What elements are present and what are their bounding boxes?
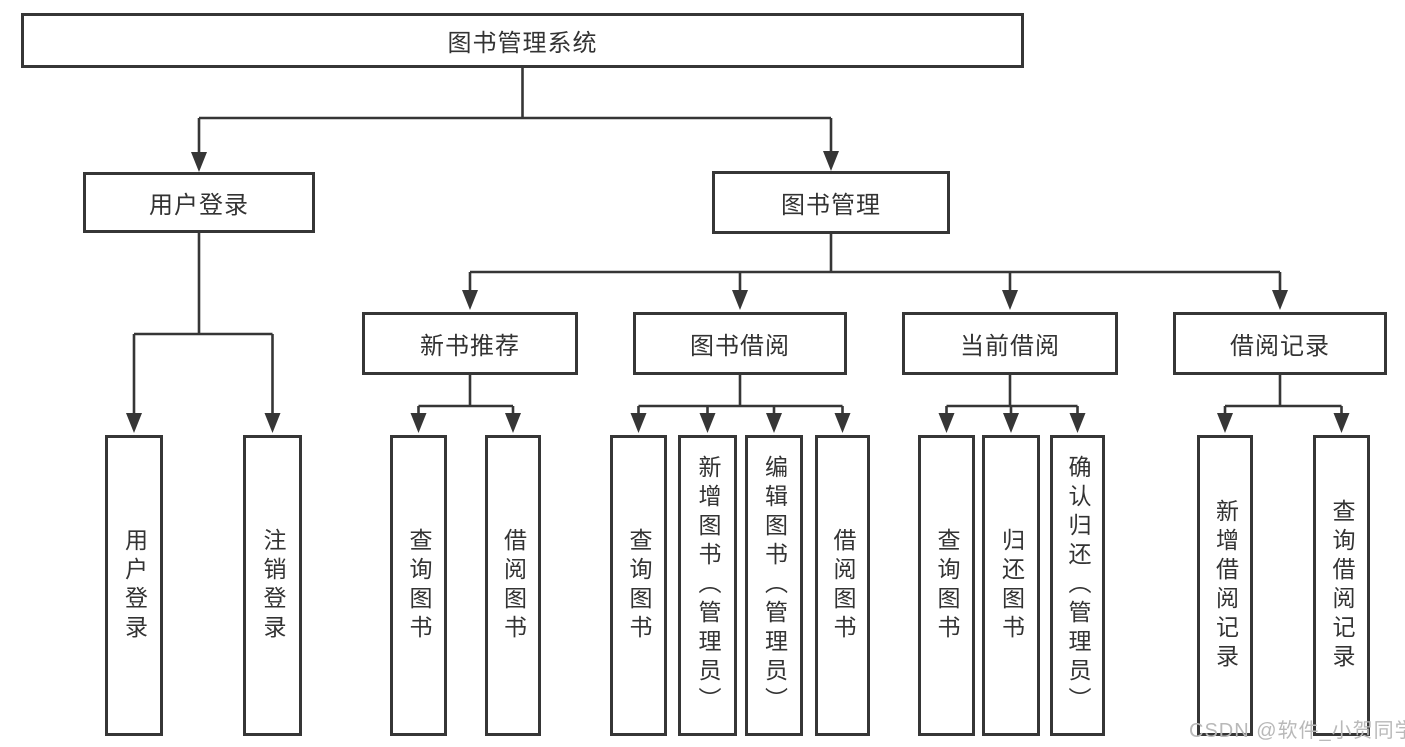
node-leaf-return-books: 归还图书 bbox=[982, 435, 1040, 736]
node-root: 图书管理系统 bbox=[21, 13, 1024, 68]
node-book-borrow: 图书借阅 bbox=[633, 312, 847, 375]
connector-buses bbox=[134, 68, 1342, 408]
node-leaf-edit-books-admin: 编辑图书（管理员） bbox=[745, 435, 803, 736]
node-book-management: 图书管理 bbox=[712, 171, 950, 234]
node-new-book-recommend: 新书推荐 bbox=[362, 312, 578, 375]
node-leaf-query-books-1: 查询图书 bbox=[390, 435, 447, 736]
node-user-login: 用户登录 bbox=[83, 172, 315, 233]
node-leaf-query-books-3: 查询图书 bbox=[918, 435, 975, 736]
node-leaf-query-borrow-record: 查询借阅记录 bbox=[1313, 435, 1370, 736]
node-leaf-logout: 注销登录 bbox=[243, 435, 302, 736]
connector-arrows bbox=[126, 118, 1350, 433]
node-leaf-confirm-return-admin: 确认归还（管理员） bbox=[1050, 435, 1105, 736]
node-leaf-query-books-2: 查询图书 bbox=[610, 435, 667, 736]
csdn-watermark: CSDN @软件_小贺同学 bbox=[1189, 720, 1405, 742]
node-leaf-add-borrow-record: 新增借阅记录 bbox=[1197, 435, 1253, 736]
node-leaf-borrow-books-1: 借阅图书 bbox=[485, 435, 541, 736]
node-leaf-borrow-books-2: 借阅图书 bbox=[815, 435, 870, 736]
node-current-borrow: 当前借阅 bbox=[902, 312, 1118, 375]
node-leaf-add-books-admin: 新增图书（管理员） bbox=[678, 435, 737, 736]
node-borrow-records: 借阅记录 bbox=[1173, 312, 1387, 375]
node-leaf-user-login: 用户登录 bbox=[105, 435, 163, 736]
